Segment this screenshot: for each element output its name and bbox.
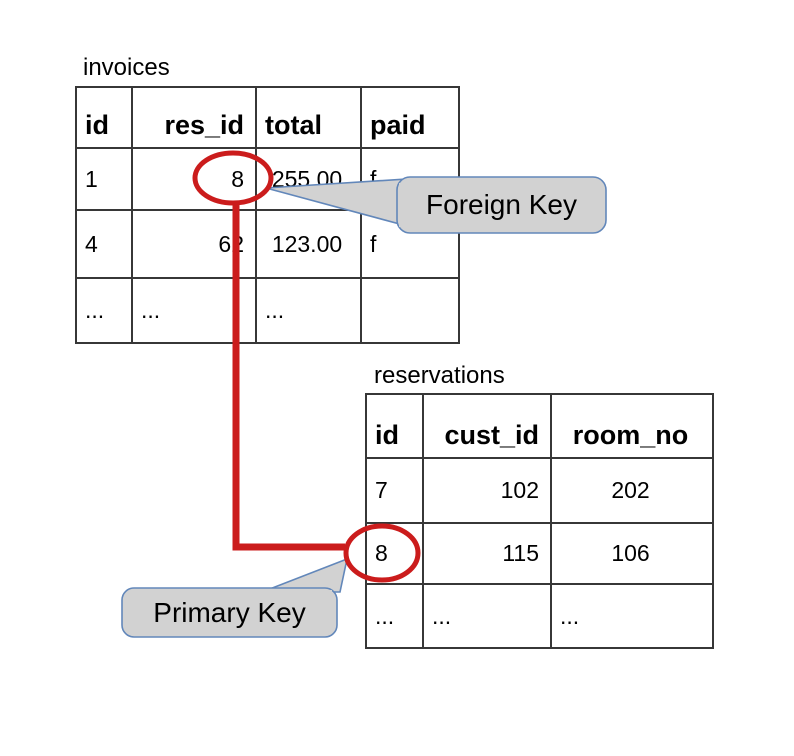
reservations-cell-id-row0: 7 — [365, 457, 424, 524]
reservations-column-header-room_no: room_no — [550, 393, 714, 459]
invoices-cell-res_id-row2: ... — [131, 277, 257, 344]
invoices-cell-paid-row1: f — [360, 209, 460, 279]
invoices-cell-paid-row0: f — [360, 147, 460, 211]
invoices-column-header-total: total — [255, 86, 362, 149]
reservations-cell-room_no-row2: ... — [550, 583, 714, 649]
reservations-cell-id-row1: 8 — [365, 522, 424, 585]
reservations-cell-room_no-row1: 106 — [550, 522, 714, 585]
invoices-cell-res_id-row0: 8 — [131, 147, 257, 211]
invoices-cell-id-row2: ... — [75, 277, 133, 344]
primary-key-callout-join-patch — [268, 590, 332, 595]
invoices-column-header-id: id — [75, 86, 133, 149]
primary-key-callout-tail — [261, 557, 349, 593]
invoices-row-2: ......... — [75, 277, 460, 344]
reservations-column-header-id: id — [365, 393, 424, 459]
primary-key-callout-bubble — [121, 587, 338, 638]
reservations-column-header-cust_id: cust_id — [422, 393, 552, 459]
invoices-cell-id-row1: 4 — [75, 209, 133, 279]
reservations-cell-room_no-row0: 202 — [550, 457, 714, 524]
reservations-cell-cust_id-row0: 102 — [422, 457, 552, 524]
reservations-cell-cust_id-row2: ... — [422, 583, 552, 649]
invoices-column-header-res_id: res_id — [131, 86, 257, 149]
reservations-cell-cust_id-row1: 115 — [422, 522, 552, 585]
invoices-cell-id-row0: 1 — [75, 147, 133, 211]
invoices-cell-total-row1: 123.00 — [255, 209, 362, 279]
invoices-cell-res_id-row1: 62 — [131, 209, 257, 279]
reservations-cell-id-row2: ... — [365, 583, 424, 649]
reservations-table-title: reservations — [374, 362, 505, 389]
invoices-table-title: invoices — [83, 54, 170, 81]
invoices-cell-total-row0: 255.00 — [255, 147, 362, 211]
invoices-cell-paid-row2 — [360, 277, 460, 344]
invoices-cell-total-row2: ... — [255, 277, 362, 344]
primary-key-label: Primary Key — [153, 596, 306, 628]
invoices-column-header-paid: paid — [360, 86, 460, 149]
reservations-row-2: ......... — [365, 583, 714, 649]
